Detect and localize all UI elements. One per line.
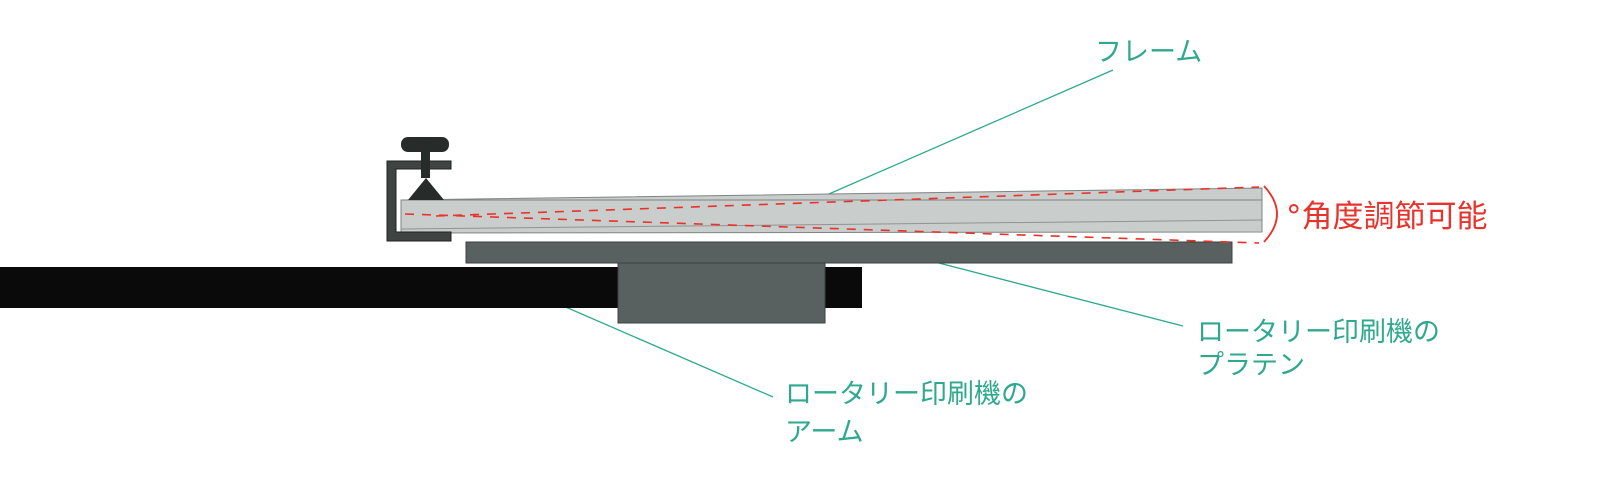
arm-mount-block xyxy=(617,261,826,324)
arm-label-line1: ロータリー印刷機の xyxy=(785,379,1028,410)
platen-leader-line xyxy=(903,253,1184,327)
frame-label: フレーム xyxy=(1095,37,1202,68)
arm-leader-line xyxy=(530,291,774,398)
frame-leader-line xyxy=(789,69,1114,212)
tilt-dash-upper xyxy=(435,186,1260,217)
c-clamp-icon xyxy=(386,137,452,242)
rotary-press-platen xyxy=(465,241,1233,264)
angle-adjustable-label: °角度調節可能 xyxy=(1286,199,1488,235)
platen-label-line1: ロータリー印刷機の xyxy=(1197,317,1440,348)
platen-label-line2: プラテン xyxy=(1197,350,1305,381)
frame-inner-line xyxy=(400,219,1263,230)
tilt-dash-lower xyxy=(404,213,1260,244)
frame-plate xyxy=(400,187,1263,234)
angle-bracket-arc xyxy=(1263,185,1278,243)
clamp-knob-icon xyxy=(401,137,449,200)
arm-label-line2: アーム xyxy=(785,417,864,448)
